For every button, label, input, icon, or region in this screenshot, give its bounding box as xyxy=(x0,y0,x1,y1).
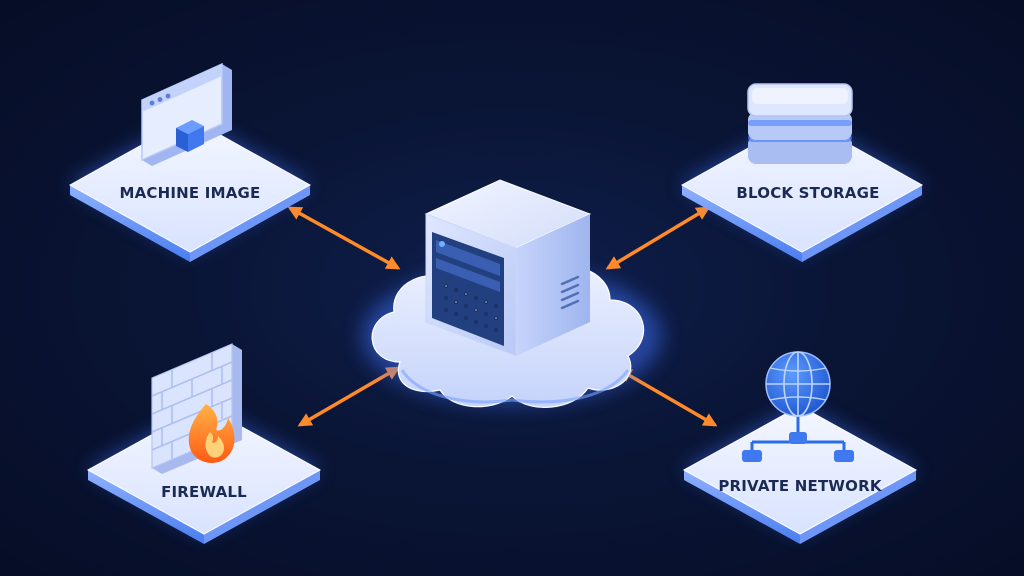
connector-machine-image xyxy=(287,206,401,270)
tile-block-storage[interactable]: BLOCK STORAGE xyxy=(680,83,924,262)
tile-firewall[interactable]: FIREWALL xyxy=(86,343,322,544)
browser-window-icon xyxy=(141,62,232,166)
server-icon xyxy=(424,179,592,357)
label-firewall: FIREWALL xyxy=(161,483,247,501)
connector-firewall xyxy=(297,366,401,427)
label-machine-image: MACHINE IMAGE xyxy=(120,184,261,202)
label-block-storage: BLOCK STORAGE xyxy=(736,184,879,202)
central-cloud-server[interactable] xyxy=(362,179,662,408)
connector-block-storage xyxy=(605,206,711,270)
connectors xyxy=(287,206,718,427)
globe-icon xyxy=(765,351,831,417)
storage-stack-icon xyxy=(747,83,853,164)
flame-icon xyxy=(188,404,235,463)
tile-private-network[interactable]: PRIVATE NETWORK xyxy=(682,351,918,544)
connector-private-network xyxy=(617,368,718,427)
tile-machine-image[interactable]: MACHINE IMAGE xyxy=(68,62,312,262)
label-private-network: PRIVATE NETWORK xyxy=(718,477,883,495)
